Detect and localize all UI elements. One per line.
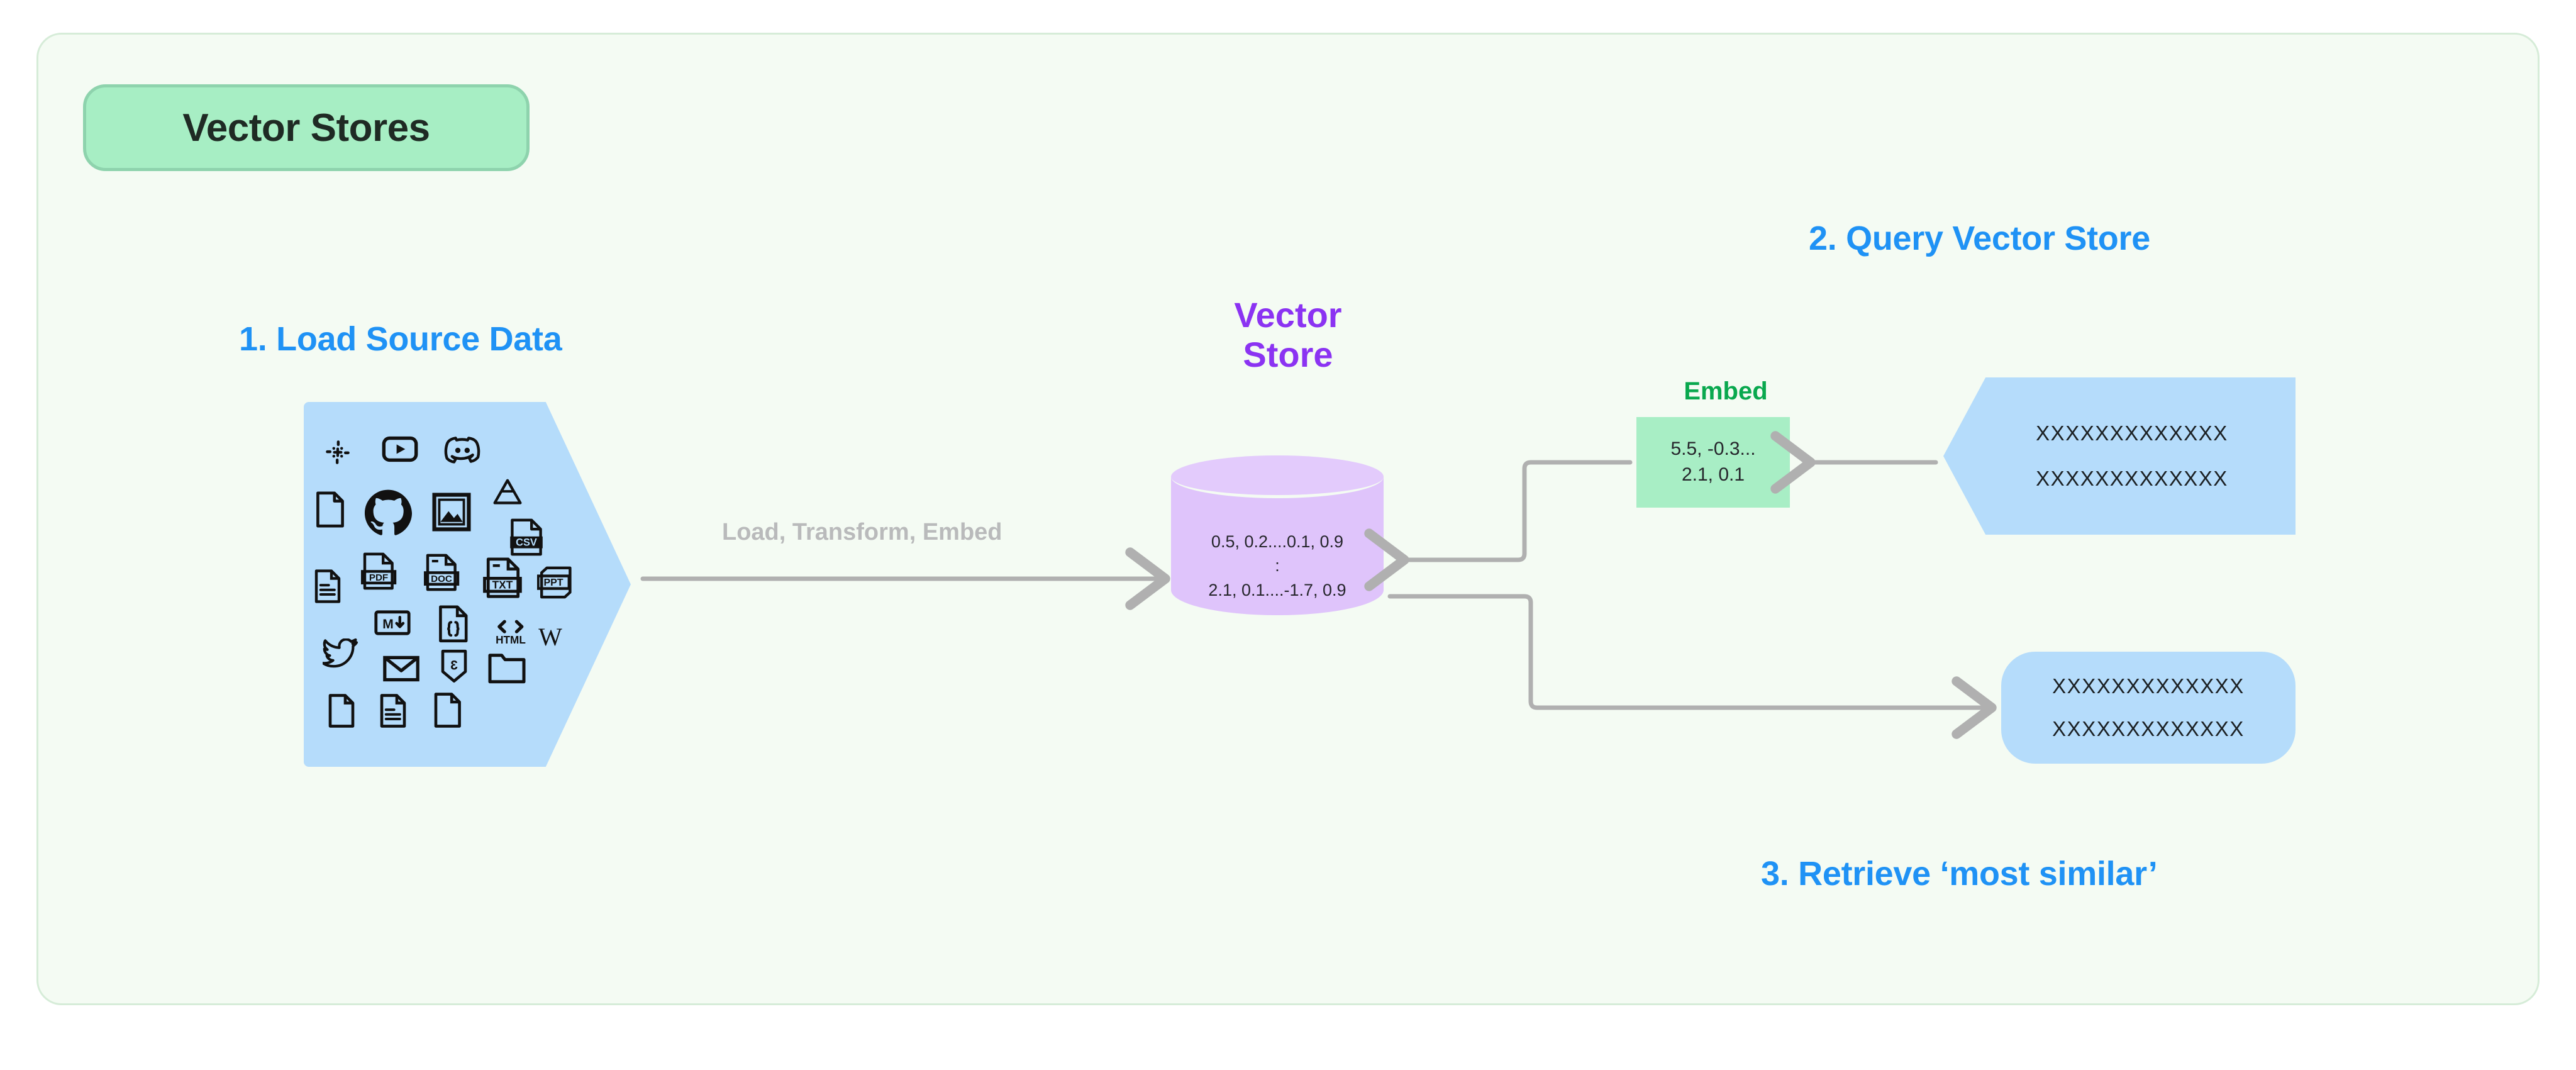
- ppt-file-icon: PPT: [536, 564, 575, 601]
- wikipedia-icon: W: [538, 623, 562, 651]
- cylinder-row-2: :: [1275, 556, 1280, 576]
- image-file-icon: [431, 491, 472, 533]
- text-document-icon-2: [378, 693, 408, 729]
- vector-store-heading-line2: Store: [1243, 334, 1333, 374]
- retrieve-row-2: XXXXXXXXXXXXX: [2052, 717, 2245, 740]
- svg-text:PPT: PPT: [543, 577, 563, 588]
- retrieved-result-node: XXXXXXXXXXXXX XXXXXXXXXXXXX: [2001, 652, 2296, 764]
- discord-icon: [443, 433, 482, 466]
- cylinder-top-ellipse: [1171, 455, 1384, 498]
- svg-text:M: M: [382, 617, 394, 632]
- google-drive-icon: [491, 476, 524, 508]
- doc-file-icon: DOC: [423, 553, 462, 592]
- embed-heading: Embed: [1684, 377, 1768, 405]
- step-3-heading: 3. Retrieve ‘most similar’: [1761, 855, 2158, 893]
- cylinder-row-3: 2.1, 0.1....-1.7, 0.9: [1208, 580, 1346, 599]
- vector-store-cylinder: 0.5, 0.2....0.1, 0.9 : 2.1, 0.1....-1.7,…: [1171, 455, 1384, 637]
- vector-store-heading-line1: Vector: [1234, 295, 1342, 335]
- pdf-file-icon: PDF: [360, 552, 399, 591]
- svg-text:PDF: PDF: [369, 572, 388, 583]
- step-1-heading: 1. Load Source Data: [239, 320, 562, 358]
- folder-icon: [487, 651, 526, 685]
- blank-file-icon: [314, 490, 347, 529]
- txt-file-icon: TXT: [482, 557, 525, 599]
- svg-text:3: 3: [450, 658, 458, 672]
- blank-file-icon-2: [326, 693, 357, 729]
- github-icon: [363, 488, 413, 538]
- svg-text:HTML: HTML: [496, 633, 526, 646]
- youtube-icon: [380, 433, 419, 465]
- embed-row-2: 2.1, 0.1: [1681, 464, 1745, 485]
- blank-file-icon-3: [432, 691, 464, 729]
- email-icon: [382, 654, 421, 684]
- vector-store-heading: Vector Store: [1194, 295, 1382, 374]
- html-icon: HTML: [490, 615, 531, 647]
- csv-file-icon: CSV: [509, 518, 544, 557]
- query-input-node: XXXXXXXXXXXXX XXXXXXXXXXXXX: [1943, 377, 2296, 535]
- svg-text:CSV: CSV: [516, 537, 537, 548]
- flow-arrow-label: Load, Transform, Embed: [722, 519, 1002, 545]
- json-file-icon: [437, 605, 470, 644]
- embed-vector-box: 5.5, -0.3... 2.1, 0.1: [1636, 417, 1790, 508]
- cylinder-vector-rows: 0.5, 0.2....0.1, 0.9 : 2.1, 0.1....-1.7,…: [1171, 530, 1384, 602]
- twitter-icon: [321, 637, 360, 670]
- title-badge-label: Vector Stores: [182, 106, 430, 150]
- svg-text:TXT: TXT: [492, 579, 513, 591]
- cylinder-body: [1171, 477, 1384, 615]
- slack-icon: [321, 436, 354, 469]
- cylinder-row-1: 0.5, 0.2....0.1, 0.9: [1211, 532, 1344, 551]
- text-document-icon: [313, 568, 343, 605]
- markdown-icon: M: [373, 610, 412, 636]
- svg-text:DOC: DOC: [431, 574, 452, 584]
- retrieve-row-1: XXXXXXXXXXXXX: [2052, 674, 2245, 698]
- source-icon-grid: CSV PDF DOC: [304, 402, 631, 767]
- step-2-heading: 2. Query Vector Store: [1809, 220, 2150, 257]
- query-row-1: XXXXXXXXXXXXX: [2036, 421, 2228, 445]
- title-badge: Vector Stores: [83, 84, 530, 171]
- query-row-2: XXXXXXXXXXXXX: [2036, 467, 2228, 490]
- embed-row-1: 5.5, -0.3...: [1670, 438, 1756, 460]
- css3-icon: 3: [440, 649, 469, 684]
